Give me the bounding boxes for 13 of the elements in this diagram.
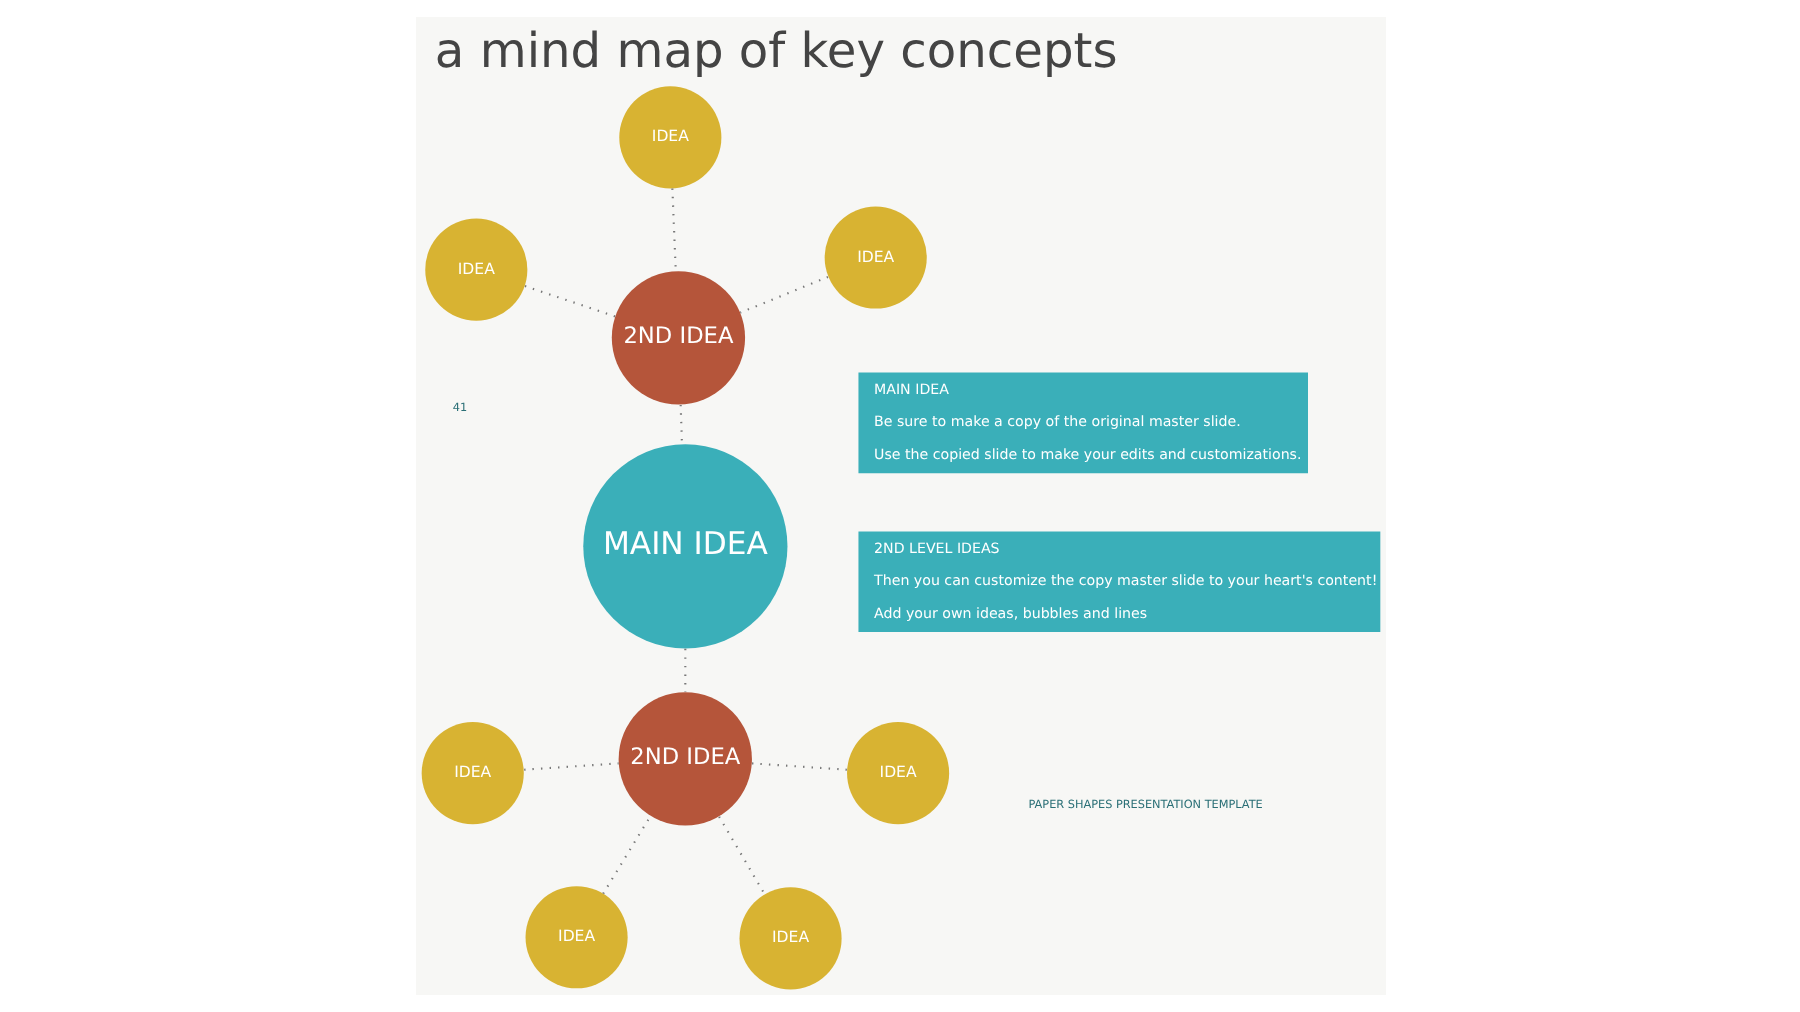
- connector: [523, 284, 615, 318]
- node-circle: 2ND IDEA: [617, 692, 751, 826]
- connector: [601, 815, 651, 895]
- connector: [523, 762, 618, 771]
- node-circle: 2ND IDEA: [610, 271, 745, 405]
- connector: [750, 762, 847, 771]
- node-box: 2ND LEVEL IDEAS Then you can customize the copy master slide to your heart's content! Add your own ideas, bubbles and lines: [857, 531, 1380, 633]
- diagram-title: a mind map of key concepts: [433, 22, 1117, 79]
- node-box: MAIN IDEA Be sure to make a copy of the original master slide. Use the copied slide to make your edits and customizations.: [857, 372, 1307, 474]
- node-circle: MAIN IDEA: [582, 444, 787, 649]
- connector: [738, 276, 828, 314]
- connector: [717, 816, 765, 895]
- connector: [670, 188, 676, 271]
